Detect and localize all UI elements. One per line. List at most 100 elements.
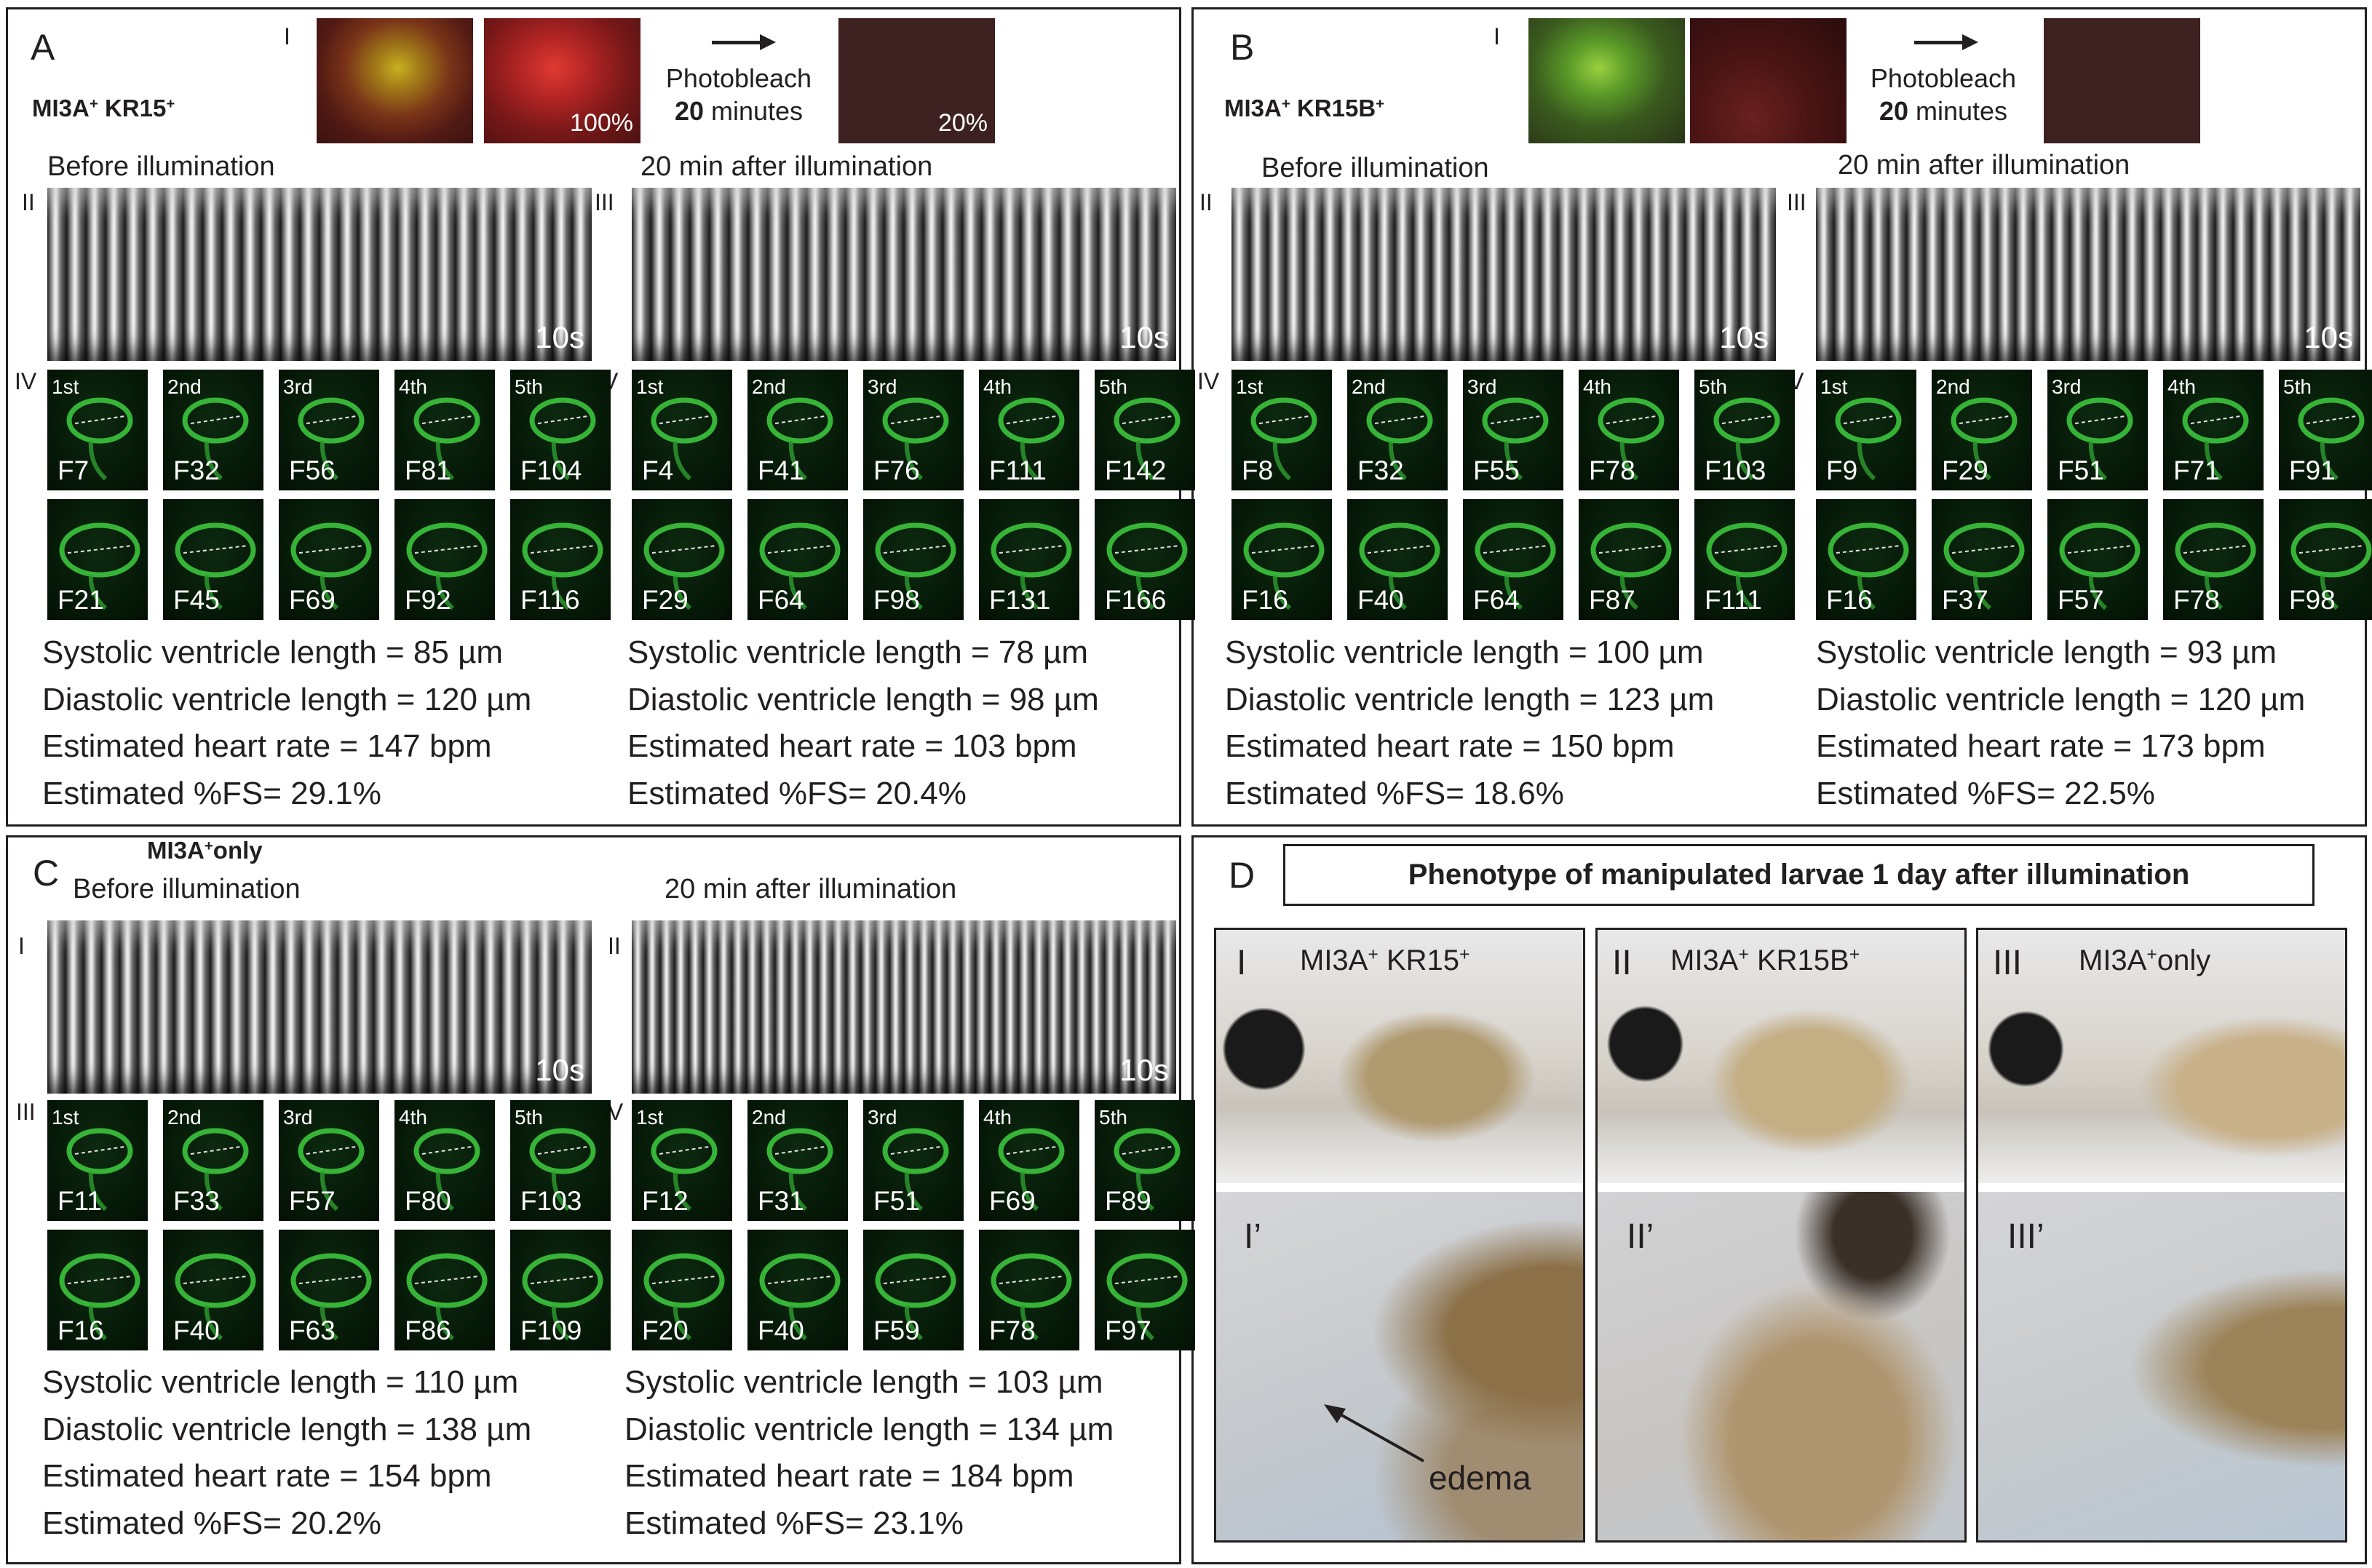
heart-outline-icon [406,522,488,610]
frame-number-label: F51 [2058,455,2104,485]
frame-number-label: F16 [1242,585,1288,615]
heart-outline-icon [2059,522,2141,610]
panel-a-kymo-left-roman: II [22,189,35,215]
frame-number-label: F104 [520,455,582,485]
heart-outline-icon [522,1253,603,1341]
frame-number-label: F9 [1826,455,1858,485]
beat-ordinal-label: 4th [2167,375,2196,398]
heart-outline-icon [59,522,140,610]
beat-ordinal-label: 3rd [2052,375,2082,398]
panel-a-left-heading: Before illumination [47,151,275,182]
heart-outline-icon [991,1253,1072,1341]
heart-outline-icon [413,397,480,481]
heart-outline-icon [2182,397,2249,481]
panel-d-title: Phenotype of manipulated larvae 1 day af… [1283,844,2315,906]
beat-ordinal-label: 5th [515,1106,543,1129]
frame-number-label: F92 [405,585,451,615]
percent-20-label: 20% [937,109,988,137]
heart-frame-cell: F69 [279,499,379,620]
frame-number-label: F131 [989,585,1051,615]
frame-number-label: F33 [173,1186,220,1216]
frame-number-label: F63 [289,1316,336,1345]
panel-b-grid-left-roman: IV [1197,368,1220,394]
beat-ordinal-label: 3rd [283,1106,313,1129]
heart-outline-icon [290,522,372,610]
beat-ordinal-label: 2nd [1352,375,1386,398]
heart-frame-cell: F45 [163,499,263,620]
heart-outline-icon [1835,397,1902,481]
frame-number-label: F71 [2173,455,2220,485]
panel-a-genotype: MI3A+ KR15+ [32,95,175,122]
panel-b-kymo-left-roman: II [1199,189,1213,215]
heart-frame-cell: F111 [1694,499,1795,620]
larva-2-closeup-image [1598,1192,1964,1540]
larva-3-roman-prime: III’ [2007,1217,2044,1256]
frame-number-label: F109 [520,1316,582,1345]
heart-outline-icon [1951,397,2018,481]
panel-c-letter: C [33,853,60,894]
heart-frame-cell: F109 [510,1230,611,1350]
heart-outline-icon [298,397,365,481]
heart-outline-icon [998,1128,1065,1211]
beat-ordinal-label: 4th [1583,375,1611,398]
beat-ordinal-label: 2nd [167,375,202,398]
panel-d-col-1: I MI3A+ KR15+ I’ edema [1214,928,1585,1543]
panel-c-genotype: MI3A+only [147,837,263,864]
frame-number-label: F16 [57,1316,104,1345]
frame-number-label: F16 [1826,585,1873,615]
panel-b-right-heading: 20 min after illumination [1838,150,2130,180]
larva-2-roman: II [1612,944,1632,982]
heart-frame-cell: F98 [2279,499,2372,620]
panel-c-kymograph-after: 10s [632,920,1176,1094]
beat-ordinal-label: 1st [1820,375,1848,398]
heart-frame-cell: F78 [979,1230,1079,1350]
heart-outline-icon [1114,397,1181,481]
heart-outline-icon [991,522,1072,610]
heart-outline-icon [882,397,949,481]
frame-number-label: F20 [642,1316,689,1345]
heart-outline-icon [643,522,725,610]
panel-c-kymo-left-roman: I [18,933,25,959]
beat-ordinal-label: 1st [52,1106,79,1129]
panel-b-before-green-image [1528,18,1685,143]
larva-3-genotype: MI3A+only [2079,944,2211,976]
heart-outline-icon [1114,1128,1181,1211]
frame-number-label: F21 [57,585,104,615]
heart-outline-icon [1359,522,1440,610]
heart-outline-icon [182,1128,249,1211]
frame-number-label: F97 [1105,1316,1151,1345]
heart-outline-icon [875,522,956,610]
frame-number-label: F89 [1105,1186,1151,1216]
frame-number-label: F29 [1942,455,1988,485]
heart-frame-cell: F87 [1579,499,1679,620]
frame-number-label: F64 [758,585,804,615]
heart-outline-icon [759,1253,841,1341]
heart-outline-icon [1590,522,1672,610]
heart-frame-cell: F29 [632,499,732,620]
heart-outline-icon [1475,522,1556,610]
heart-outline-icon [998,397,1065,481]
heart-frame-cell: F97 [1095,1230,1195,1350]
heart-outline-icon [643,1253,725,1341]
kymo-seconds-label: 10s [1119,320,1169,354]
heart-outline-icon [66,397,133,481]
frame-number-label: F76 [873,455,920,485]
frame-number-label: F57 [289,1186,336,1216]
frame-number-label: F37 [1942,585,1988,615]
beat-ordinal-label: 1st [636,1106,664,1129]
heart-outline-icon [529,1128,596,1211]
